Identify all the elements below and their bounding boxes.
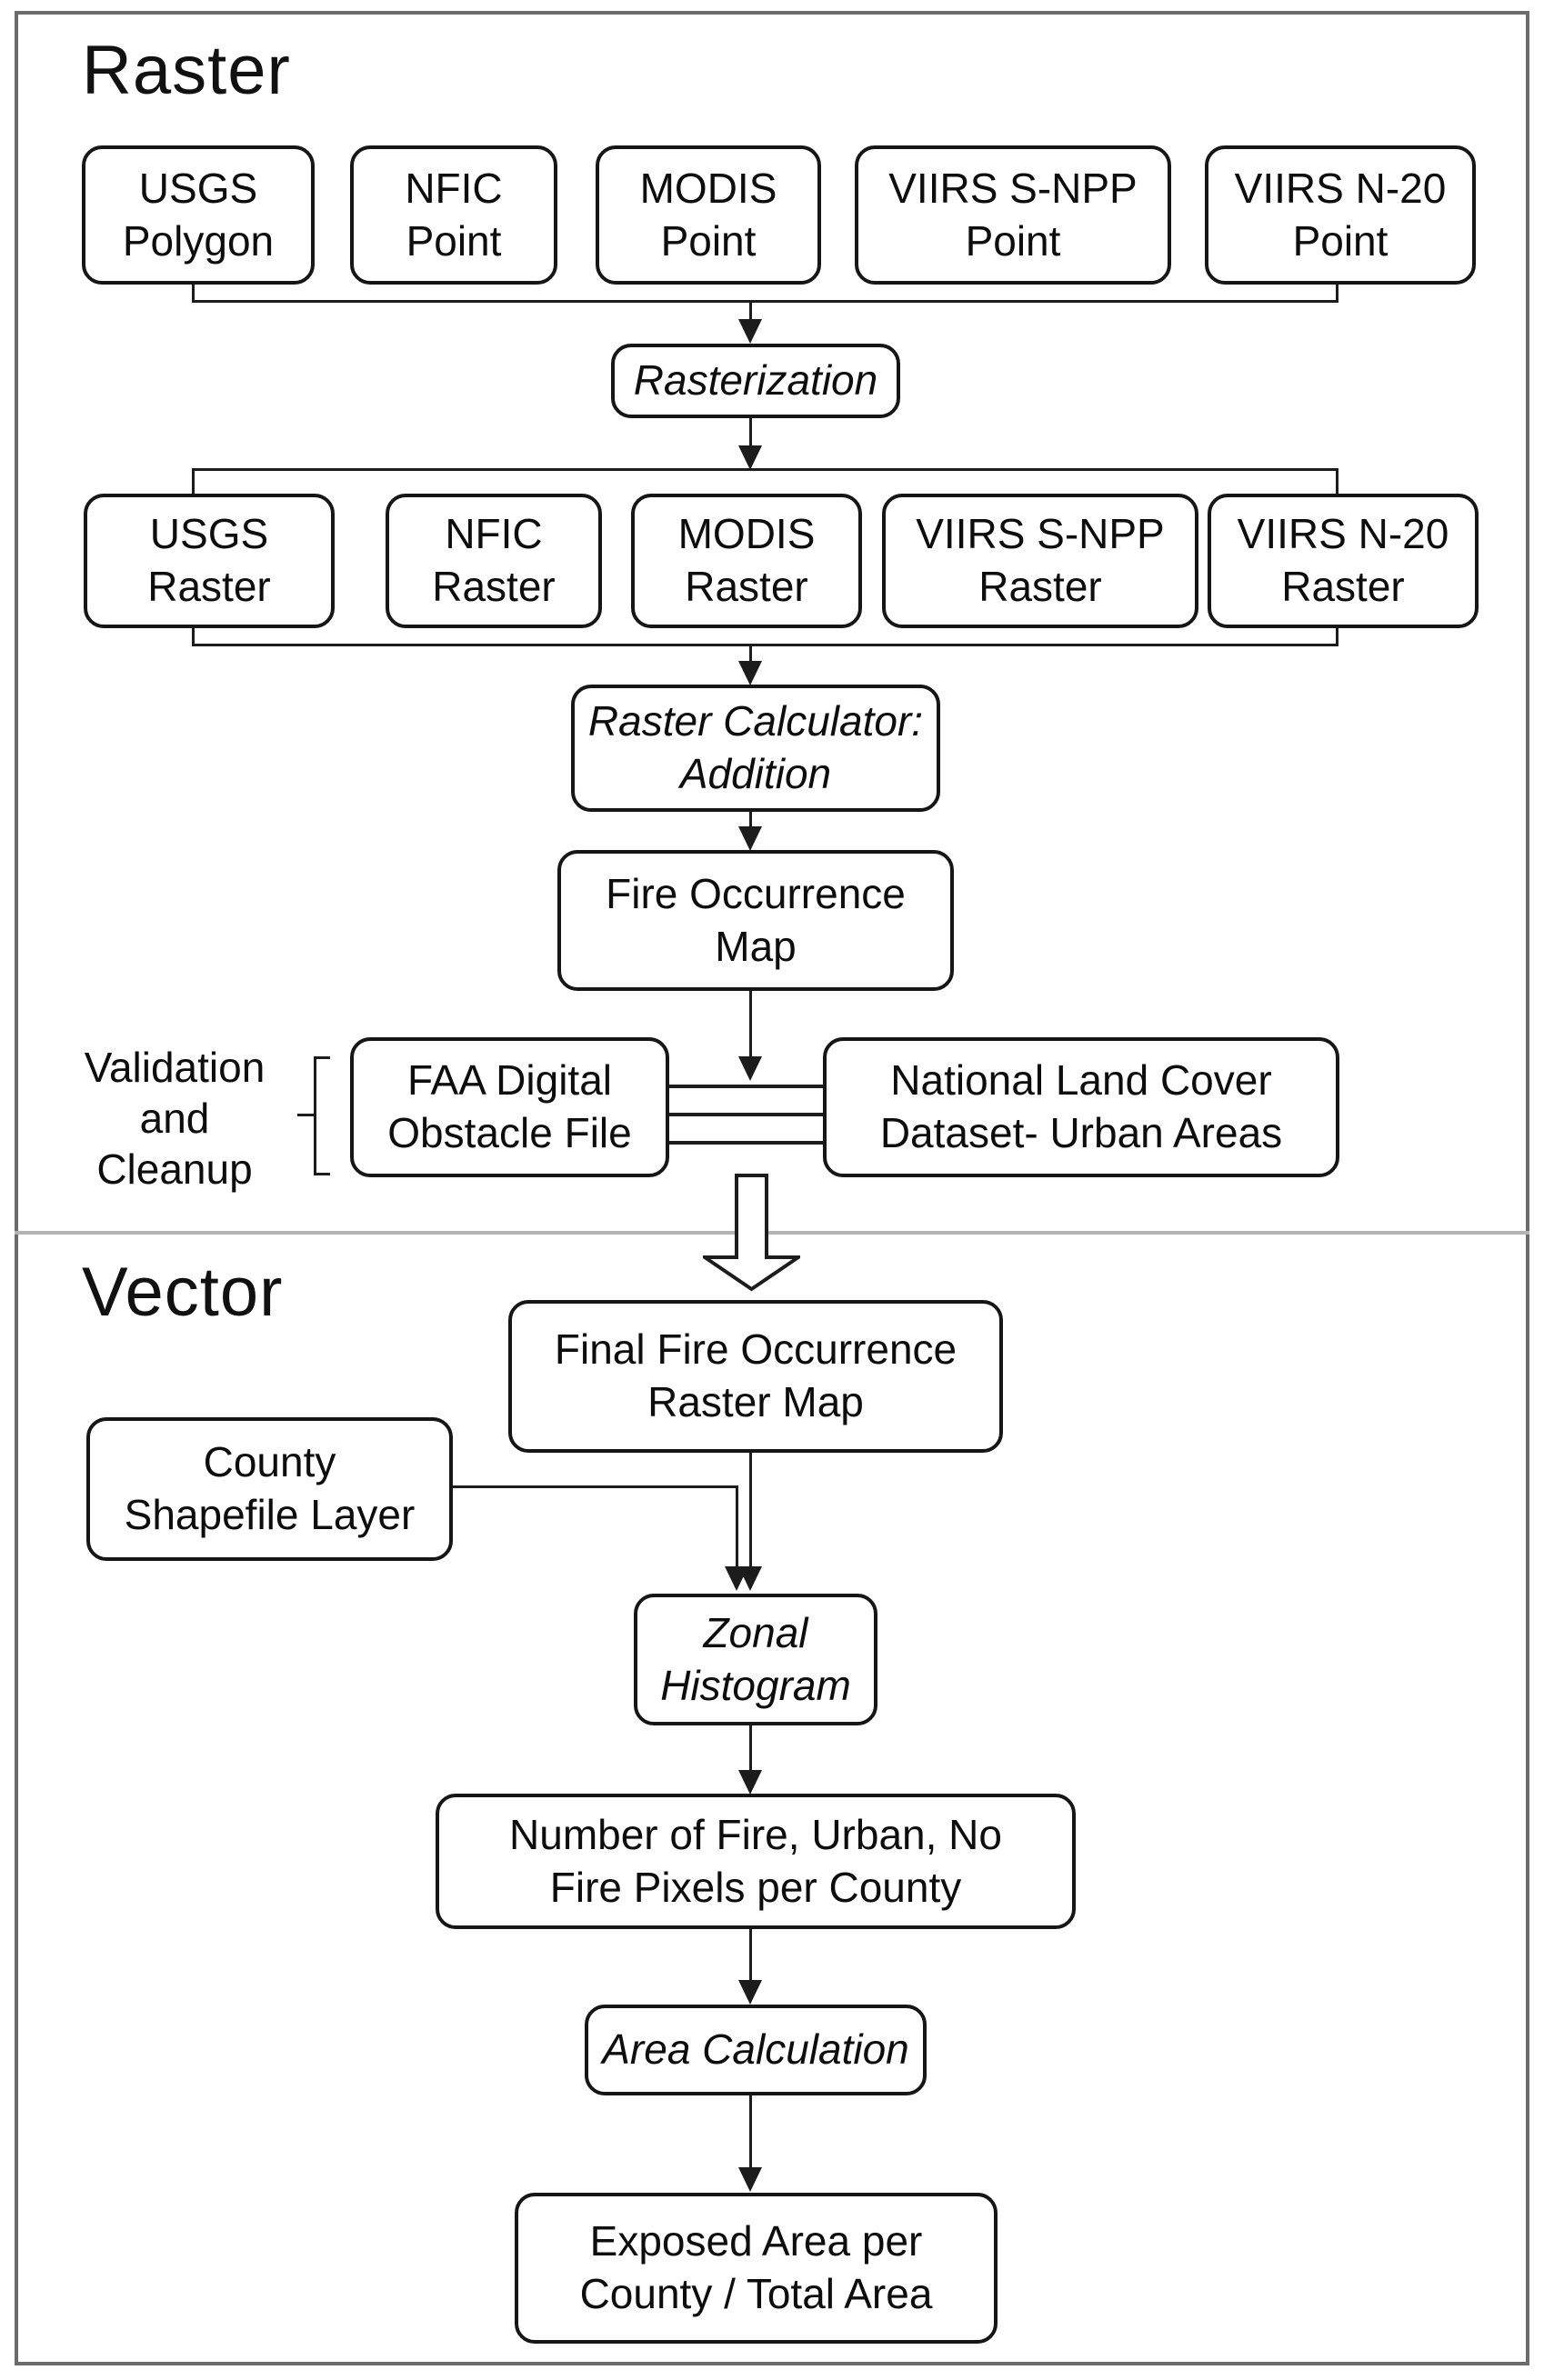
node-fire-occurrence-map: Fire Occurrence Map [557, 850, 954, 991]
node-label: Zonal Histogram [660, 1608, 851, 1709]
arrowhead-to-fire-map [738, 826, 762, 851]
node-nfic-point: NFIC Point [350, 145, 557, 285]
node-label: VIIRS N-20 Point [1234, 164, 1447, 265]
node-label: National Land Cover Dataset- Urban Areas [879, 1056, 1283, 1156]
node-exposed-area: Exposed Area per County / Total Area [515, 2193, 998, 2344]
connector-to-pixel-count [749, 1718, 752, 1775]
validation-bracket-top-tick [314, 1056, 330, 1059]
connector-to-fire-map [749, 805, 752, 830]
node-nfic-raster: NFIC Raster [386, 494, 602, 628]
arrowhead-to-exposed-area [738, 2167, 762, 2192]
node-label: FAA Digital Obstacle File [387, 1056, 632, 1156]
connector-row2-bottom-bus [192, 644, 1338, 646]
validation-bracket [314, 1056, 316, 1175]
node-modis-point: MODIS Point [596, 145, 821, 285]
connector-row1-left-stub [192, 275, 195, 302]
triple-link-line-2 [662, 1113, 823, 1116]
node-label: MODIS Point [639, 164, 777, 265]
node-label: VIIRS N-20 Raster [1237, 510, 1449, 610]
connector-to-calculator [749, 644, 752, 664]
connector-county-vertical [736, 1485, 738, 1570]
connector-row2-topleft-stub [192, 468, 195, 495]
node-viirs-snpp-point: VIIRS S-NPP Point [855, 145, 1171, 285]
node-label: Final Fire Occurrence Raster Map [554, 1325, 957, 1425]
connector-row1-right-stub [1336, 275, 1338, 302]
raster-section-title: Raster [82, 32, 291, 109]
connector-row2-top-bus [192, 468, 1338, 471]
node-modis-raster: MODIS Raster [631, 494, 862, 628]
arrowhead-to-rasterization [738, 319, 762, 344]
node-pixels-per-county: Number of Fire, Urban, No Fire Pixels pe… [436, 1794, 1076, 1929]
node-label: Rasterization [633, 356, 878, 405]
connector-to-rasterization [749, 300, 752, 323]
arrowhead-to-pixel-count [738, 1770, 762, 1795]
arrowhead-to-validation [738, 1056, 762, 1081]
node-label: MODIS Raster [677, 510, 816, 610]
node-viirs-n20-raster: VIIRS N-20 Raster [1208, 494, 1479, 628]
node-label: USGS Polygon [122, 164, 275, 265]
node-faa-obstacle-file: FAA Digital Obstacle File [350, 1037, 669, 1177]
validation-bracket-mid-tick [297, 1114, 314, 1116]
node-label: VIIRS S-NPP Raster [916, 510, 1165, 610]
arrowhead-to-raster-bus [738, 445, 762, 470]
node-label: Exposed Area per County / Total Area [579, 2217, 933, 2317]
connector-to-exposed-area [749, 2088, 752, 2171]
node-rasterization: Rasterization [611, 344, 900, 418]
node-raster-calculator: Raster Calculator: Addition [571, 685, 940, 812]
node-usgs-raster: USGS Raster [84, 494, 335, 628]
node-label: NFIC Raster [432, 510, 556, 610]
connector-from-rasterization [749, 411, 752, 449]
node-label: Raster Calculator: Addition [587, 697, 924, 797]
connector-row2-botleft-stub [192, 621, 195, 645]
connector-row2-topright-stub [1336, 468, 1338, 495]
vector-section-title: Vector [82, 1254, 284, 1331]
node-area-calculation: Area Calculation [585, 2005, 927, 2095]
node-label: USGS Raster [147, 510, 271, 610]
node-label: County Shapefile Layer [124, 1438, 416, 1538]
connector-to-area-calculation [749, 1922, 752, 1984]
node-county-shapefile: County Shapefile Layer [86, 1417, 453, 1561]
connector-finalmap-vertical [749, 1445, 752, 1570]
triple-link-line-1 [662, 1085, 823, 1088]
node-usgs-polygon: USGS Polygon [82, 145, 315, 285]
node-label: Area Calculation [602, 2025, 909, 2074]
node-viirs-n20-point: VIIRS N-20 Point [1205, 145, 1476, 285]
node-viirs-snpp-raster: VIIRS S-NPP Raster [882, 494, 1198, 628]
node-label: Fire Occurrence Map [606, 869, 906, 970]
node-final-fire-map: Final Fire Occurrence Raster Map [508, 1300, 1003, 1453]
section-divider [15, 1231, 1529, 1235]
node-label: Number of Fire, Urban, No Fire Pixels pe… [509, 1810, 1002, 1911]
node-label: VIIRS S-NPP Point [888, 164, 1138, 265]
validation-bracket-bottom-tick [314, 1173, 330, 1175]
arrowhead-to-calculator [738, 661, 762, 685]
arrowhead-finalmap-to-zonal [738, 1566, 762, 1591]
node-label: NFIC Point [405, 164, 503, 265]
node-nlcd-urban-areas: National Land Cover Dataset- Urban Areas [823, 1037, 1339, 1177]
connector-county-horizontal [446, 1485, 738, 1488]
triple-link-line-3 [662, 1141, 823, 1145]
connector-row2-botright-stub [1336, 621, 1338, 645]
validation-cleanup-label: Validation and Cleanup [84, 1044, 266, 1194]
arrowhead-to-area-calculation [738, 1980, 762, 2005]
node-zonal-histogram: Zonal Histogram [634, 1594, 877, 1725]
connector-row1-bus [192, 300, 1338, 303]
connector-to-validation [749, 984, 752, 1060]
block-arrow-down-icon [703, 1174, 800, 1292]
